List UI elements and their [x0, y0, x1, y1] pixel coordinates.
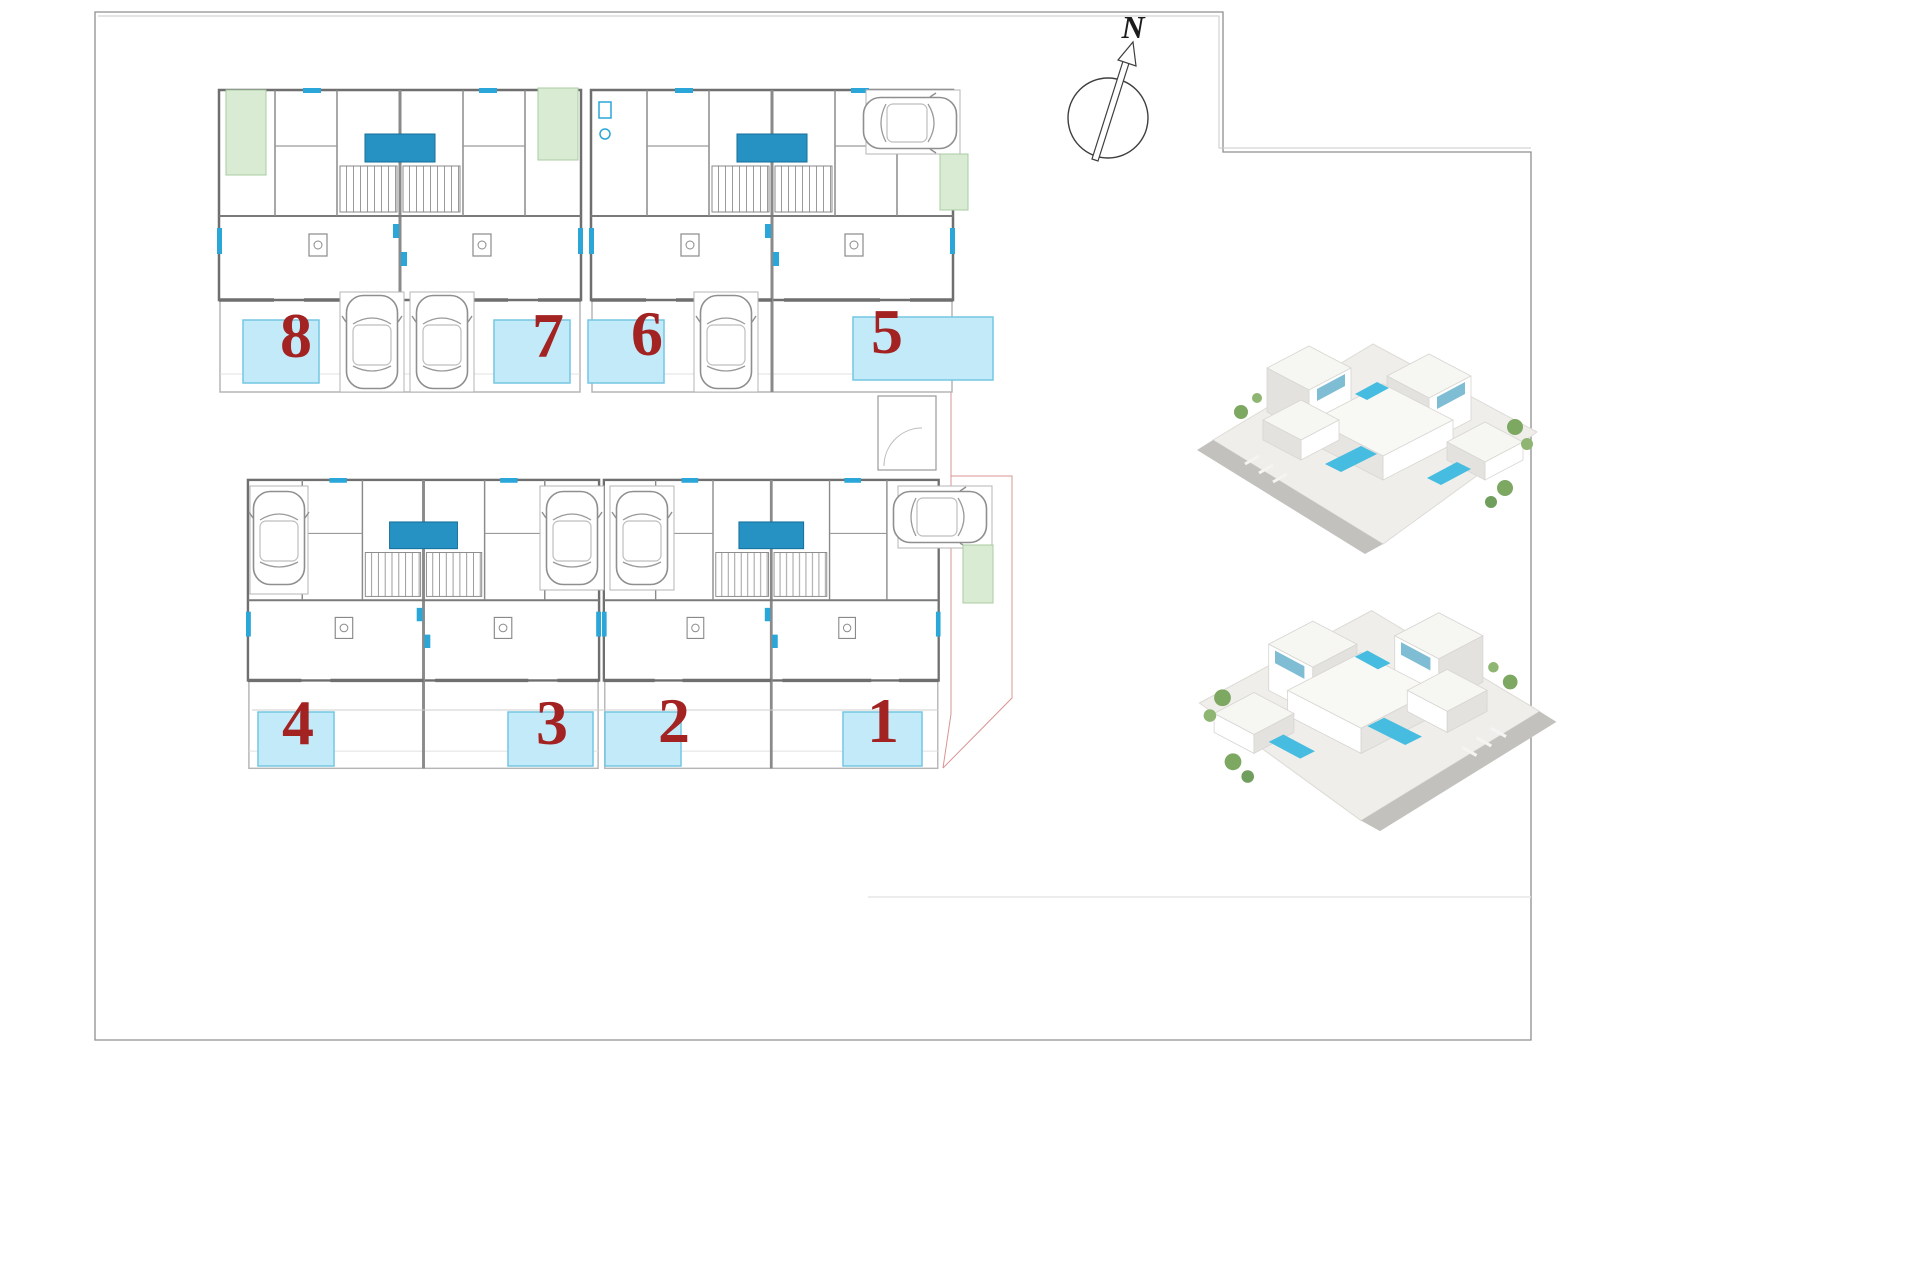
pool-unit-5: [852, 316, 994, 381]
pool-unit-1: [842, 711, 923, 767]
property-boundary-inner: [98, 15, 1531, 149]
car-icon: [611, 490, 673, 586]
car-icon: [248, 490, 310, 586]
car-icon: [411, 294, 473, 390]
parking-upper: [339, 89, 961, 393]
parking-lower: [248, 485, 993, 595]
garden-patch: [225, 89, 267, 176]
garden-patch: [537, 87, 579, 161]
garden-patch: [962, 544, 994, 604]
car-icon: [862, 92, 958, 154]
unit-label-7: 7: [532, 300, 564, 371]
north-compass: N: [1067, 9, 1149, 162]
villa-render-lower: [1197, 609, 1558, 833]
entrance-gate: [877, 395, 937, 471]
upper-building-block: [215, 86, 957, 394]
north-label: N: [1120, 9, 1146, 45]
car-icon: [695, 294, 757, 390]
unit-label-5: 5: [871, 296, 903, 367]
unit-label-8: 8: [280, 300, 312, 371]
pools: [242, 316, 994, 767]
unit-label-4: 4: [282, 687, 314, 758]
property-boundary: [94, 11, 1532, 1041]
unit-label-1: 1: [867, 685, 899, 756]
car-icon: [892, 486, 988, 548]
garden-patch: [939, 153, 969, 211]
pool-unit-2: [604, 711, 682, 767]
unit-label-3: 3: [536, 687, 568, 758]
unit-label-6: 6: [631, 298, 663, 369]
garden-patches: [225, 87, 994, 604]
pool-unit-7: [493, 319, 571, 384]
car-icon: [341, 294, 403, 390]
compass-circle: [1067, 77, 1149, 159]
pool-unit-8: [242, 319, 320, 384]
compass-arrow-shaft: [1091, 57, 1131, 162]
car-icon: [541, 490, 603, 586]
compass-arrow-head: [1116, 40, 1137, 67]
pool-unit-3: [507, 711, 594, 767]
pool-unit-6: [587, 319, 665, 384]
pool-unit-4: [257, 711, 335, 767]
villa-render-upper: [1195, 342, 1539, 556]
unit-label-2: 2: [658, 685, 690, 756]
